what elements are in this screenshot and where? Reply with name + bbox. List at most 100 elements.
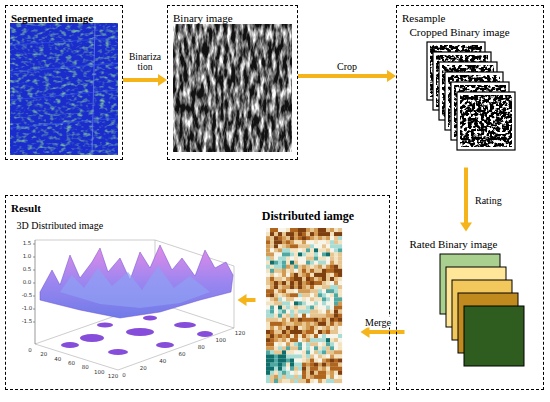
grid-cell xyxy=(274,354,278,358)
grid-cell xyxy=(282,363,286,367)
grid-cell xyxy=(306,371,310,375)
ellipse-part xyxy=(97,323,113,328)
grid-cell xyxy=(302,354,306,358)
grid-cell xyxy=(314,371,318,375)
grid-cell xyxy=(318,228,322,232)
tick-label: 1.0 xyxy=(23,254,32,260)
grid-cell xyxy=(278,338,282,342)
grid-cell xyxy=(314,273,318,277)
grid-cell xyxy=(326,318,330,322)
grid-cell xyxy=(290,273,294,277)
grid-cell xyxy=(294,334,298,338)
grid-cell xyxy=(302,318,306,322)
grid-cell xyxy=(274,338,278,342)
grid-cell xyxy=(294,285,298,289)
grid-cell xyxy=(286,273,290,277)
tick-label: 80 xyxy=(198,345,205,351)
plot-group: 3D Distributed image xyxy=(12,213,238,385)
rect-part xyxy=(10,23,118,155)
grid-cell xyxy=(322,371,326,375)
grid-cell xyxy=(282,236,286,240)
grid-cell xyxy=(294,371,298,375)
grid-cell xyxy=(294,314,298,318)
grid-cell xyxy=(266,289,270,293)
grid-cell xyxy=(330,363,334,367)
grid-cell xyxy=(270,297,274,301)
grid-cell xyxy=(286,297,290,301)
grid-cell xyxy=(334,273,338,277)
path-part xyxy=(40,245,233,318)
grid-cell xyxy=(274,293,278,297)
grid-cell xyxy=(318,346,322,350)
grid-cell xyxy=(318,367,322,371)
grid-cell xyxy=(306,310,310,314)
grid-cell xyxy=(318,285,322,289)
grid-cell xyxy=(306,265,310,269)
grid-cell xyxy=(274,334,278,338)
grid-cell xyxy=(326,232,330,236)
grid-cell xyxy=(286,301,290,305)
tick-label: 20 xyxy=(140,366,147,372)
grid-cell xyxy=(266,265,270,269)
node-heading: Binary image xyxy=(173,12,233,25)
tick-label: 120 xyxy=(108,374,119,380)
grid-cell xyxy=(314,236,318,240)
grid-cell xyxy=(330,338,334,342)
grid-cell xyxy=(290,244,294,248)
grid-cell xyxy=(266,273,270,277)
g-part xyxy=(33,244,35,322)
grid-cell xyxy=(278,289,282,293)
grid-cell xyxy=(326,269,330,273)
grid-cell xyxy=(314,346,318,350)
grid-cell xyxy=(298,350,302,354)
grid-cell xyxy=(282,293,286,297)
grid-cell xyxy=(274,281,278,285)
grid-cell xyxy=(282,379,286,383)
grid-cell xyxy=(326,310,330,314)
flow-arrow xyxy=(361,326,405,338)
grid-cell xyxy=(306,314,310,318)
grid-cell xyxy=(326,293,330,297)
grid-cell xyxy=(318,289,322,293)
grid-cell xyxy=(330,297,334,301)
grid-cell xyxy=(282,281,286,285)
grid-cell xyxy=(326,257,330,261)
grid-cell xyxy=(330,371,334,375)
grid-cell xyxy=(318,379,322,383)
grid-cell xyxy=(266,269,270,273)
grid-cell xyxy=(286,228,290,232)
ellipse-part xyxy=(126,328,154,336)
grid-cell xyxy=(270,326,274,330)
grid-cell xyxy=(334,285,338,289)
grid-cell xyxy=(266,367,270,371)
grid-cell xyxy=(274,297,278,301)
grid-cell xyxy=(298,314,302,318)
grid-cell xyxy=(306,252,310,256)
grid-cell xyxy=(326,244,330,248)
ellipse-part xyxy=(197,331,213,337)
grid-cell xyxy=(266,318,270,322)
grid-cell xyxy=(290,330,294,334)
arrow-head xyxy=(158,74,167,86)
grid-cell xyxy=(282,322,286,326)
grid-cell xyxy=(330,228,334,232)
grid-cell xyxy=(286,281,290,285)
grid-cell xyxy=(330,232,334,236)
grid-cell xyxy=(322,334,326,338)
grid-cell xyxy=(274,244,278,248)
grid-cell xyxy=(338,322,342,326)
grid-cell xyxy=(298,297,302,301)
grid-cell xyxy=(322,228,326,232)
grid-cell xyxy=(310,338,314,342)
grid-cell xyxy=(314,314,318,318)
grid-cell xyxy=(326,375,330,379)
grid-cell xyxy=(290,269,294,273)
grid-cell xyxy=(286,371,290,375)
grid-cell xyxy=(270,310,274,314)
grid-cell xyxy=(314,297,318,301)
grid-cell xyxy=(306,257,310,261)
grid-cell xyxy=(314,289,318,293)
grid-cell xyxy=(314,240,318,244)
tick-label: 40 xyxy=(159,359,166,365)
grid-cell xyxy=(290,314,294,318)
